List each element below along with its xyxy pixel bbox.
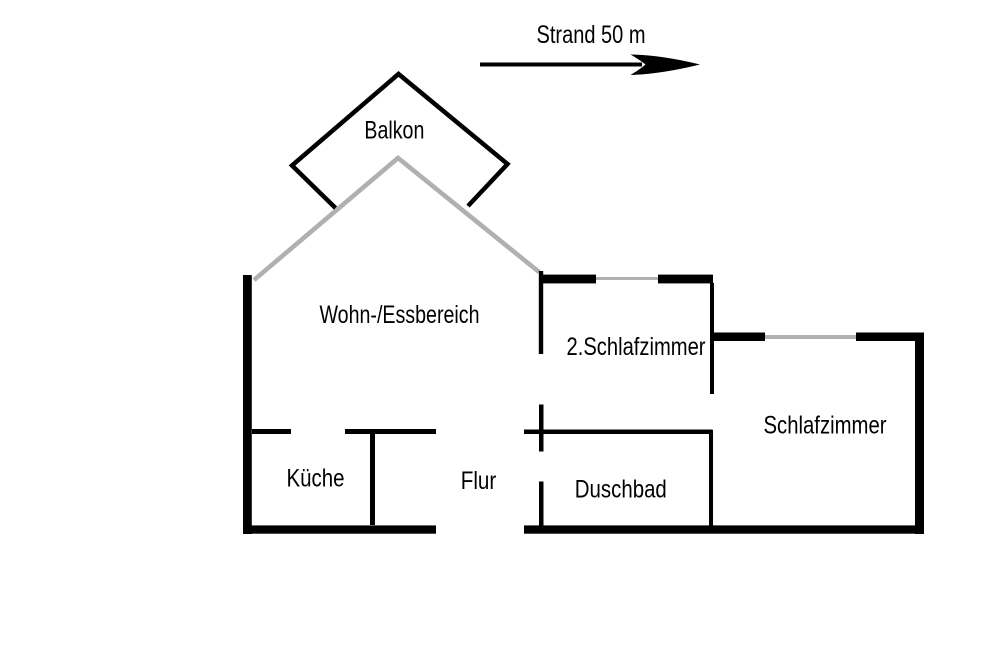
svg-text:Duschbad: Duschbad [575, 476, 667, 504]
svg-text:Wohn-/Essbereich: Wohn-/Essbereich [320, 301, 480, 329]
svg-text:Küche: Küche [287, 465, 345, 493]
svg-text:2.Schlafzimmer: 2.Schlafzimmer [567, 333, 706, 361]
svg-text:Strand 50 m: Strand 50 m [537, 21, 646, 49]
svg-text:Flur: Flur [461, 467, 497, 495]
svg-text:Schlafzimmer: Schlafzimmer [764, 412, 887, 440]
svg-text:Balkon: Balkon [364, 117, 424, 145]
